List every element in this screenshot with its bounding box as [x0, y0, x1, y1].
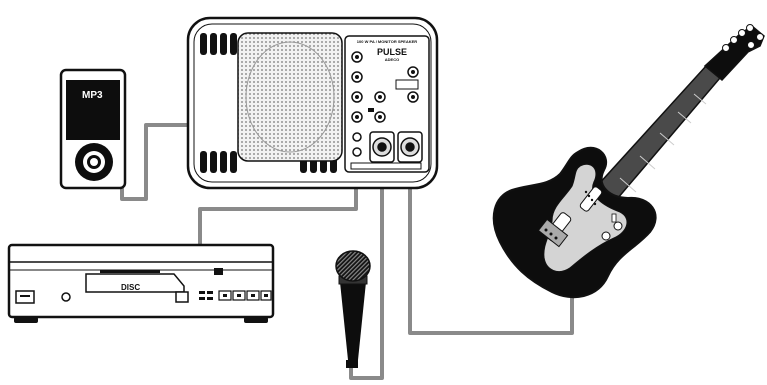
- disc-player: DISC: [9, 245, 273, 323]
- pa-speaker: 100 W PA / MONITOR SPEAKER PULSE ADECO: [188, 18, 437, 188]
- disc-label: DISC: [121, 283, 140, 292]
- mp3-screen: [66, 80, 120, 140]
- brand-logo: PULSE: [377, 47, 407, 57]
- mic-head: [336, 251, 370, 281]
- mp3-label: MP3: [82, 90, 103, 101]
- speaker-grille: [238, 33, 342, 161]
- guitar-knob-volume: [602, 232, 610, 240]
- mic-handle: [340, 282, 366, 360]
- panel-header: 100 W PA / MONITOR SPEAKER: [357, 39, 417, 44]
- mp3-player: MP3: [61, 70, 125, 188]
- guitar-neck: [588, 66, 720, 212]
- guitar-headstock: [705, 26, 764, 80]
- microphone: [336, 251, 370, 368]
- model-label: ADECO: [385, 57, 399, 62]
- guitar-knob-tone: [614, 222, 622, 230]
- electric-guitar: [494, 25, 764, 298]
